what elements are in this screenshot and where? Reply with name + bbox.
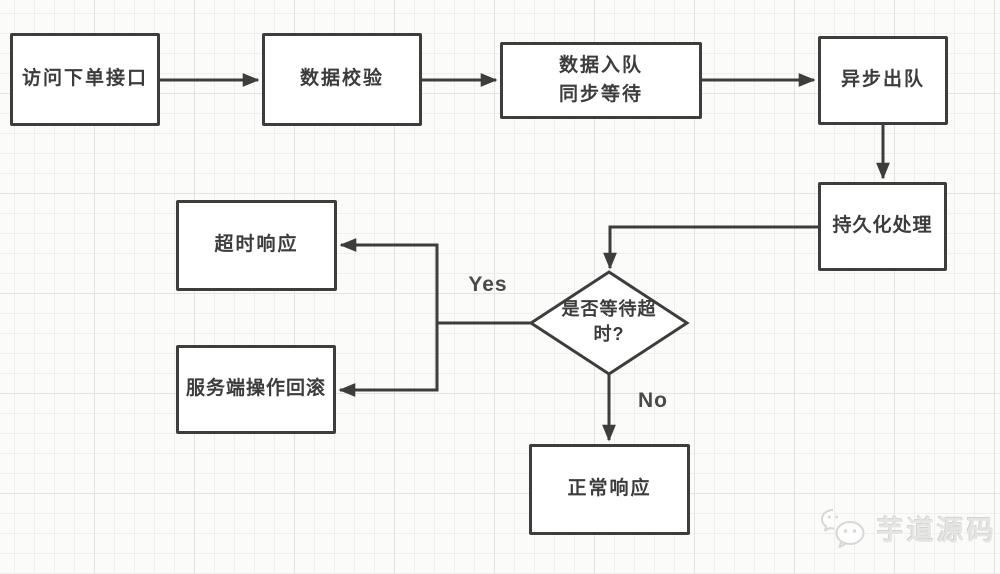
node-persistence: 持久化处理: [818, 182, 947, 271]
wechat-logo-icon: [821, 509, 865, 548]
decision-diamond-shape: [528, 270, 690, 376]
node-server-rollback: 服务端操作回滚: [176, 345, 336, 434]
edge-label-yes: Yes: [468, 273, 508, 296]
node-access-order-api: 访问下单接口: [10, 33, 160, 126]
watermark: 芋道源码: [820, 506, 997, 550]
node-enqueue-sync-wait: 数据入队 同步等待: [500, 42, 702, 119]
watermark-text: 芋道源码: [877, 515, 997, 546]
edge-label-no: No: [638, 389, 668, 412]
node-timeout-response: 超时响应: [176, 200, 337, 291]
node-async-dequeue: 异步出队: [818, 36, 948, 125]
edge-persistence-to-decision: [603, 225, 818, 270]
node-data-validation: 数据校验: [262, 33, 422, 126]
decision-wait-timeout-label: 是否等待超时?: [561, 299, 657, 344]
edge-decision-yes-branch: [338, 238, 534, 397]
node-normal-response: 正常响应: [529, 444, 690, 535]
